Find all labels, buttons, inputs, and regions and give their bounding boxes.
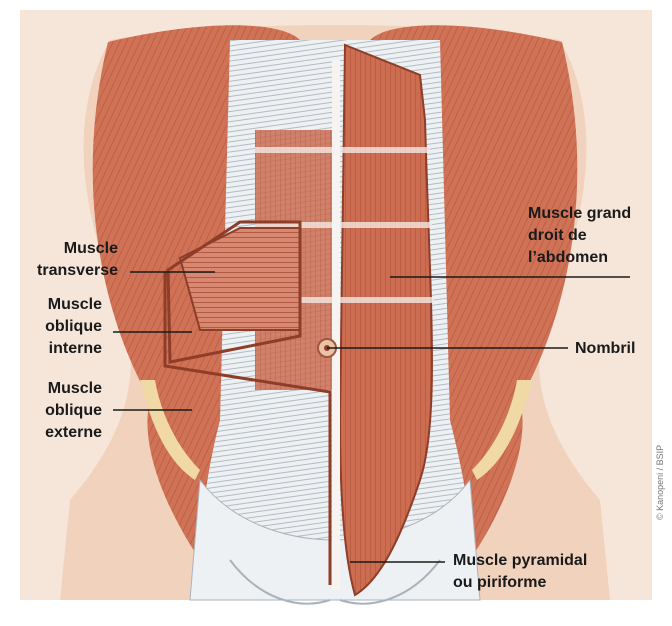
label-rectus-line1: Muscle grand [528,203,668,225]
label-pyramidal-line2: ou piriforme [453,572,643,594]
label-transverse-line1: Muscle [20,238,118,260]
label-oblique-external-line1: Muscle [10,378,102,400]
label-navel: Nombril [575,338,665,360]
label-transverse: Muscle transverse [20,238,118,282]
label-rectus: Muscle grand droit de l’abdomen [528,203,668,269]
label-oblique-external: Muscle oblique externe [10,378,102,444]
label-navel-line1: Nombril [575,338,665,360]
label-oblique-internal-line1: Muscle [10,294,102,316]
image-credit: © Kanopeni / BSIP [655,445,665,520]
label-oblique-internal-line2: oblique [10,316,102,338]
label-oblique-external-line2: oblique [10,400,102,422]
label-pyramidal-line1: Muscle pyramidal [453,550,643,572]
label-rectus-line3: l’abdomen [528,247,668,269]
label-oblique-internal: Muscle oblique interne [10,294,102,360]
label-transverse-line2: transverse [20,260,118,282]
label-pyramidal: Muscle pyramidal ou piriforme [453,550,643,594]
label-rectus-line2: droit de [528,225,668,247]
label-oblique-external-line3: externe [10,422,102,444]
label-oblique-internal-line3: interne [10,338,102,360]
